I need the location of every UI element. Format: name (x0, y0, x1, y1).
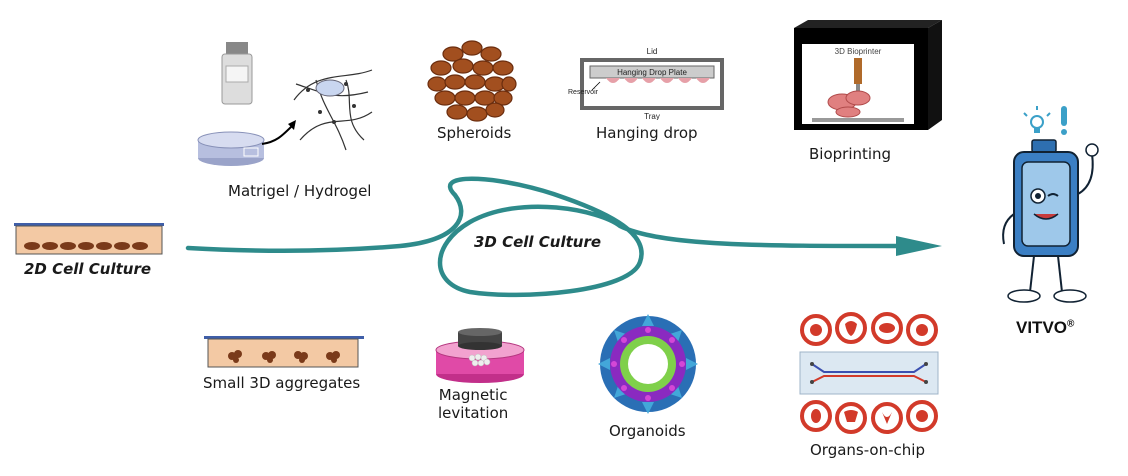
hd-reservoir-label: Reservoir (568, 89, 599, 96)
label-2d-cell-culture: 2D Cell Culture (24, 260, 152, 278)
brand-registered-mark: ® (1067, 318, 1075, 330)
hd-plate-label: Hanging Drop Plate (617, 68, 687, 77)
spheroids-icon (427, 40, 517, 122)
label-spheroids: Spheroids (437, 124, 512, 142)
bioprinter-icon: 3D Bioprinter (794, 20, 942, 130)
arrow-head (896, 236, 942, 256)
label-matrigel-hydrogel: Matrigel / Hydrogel (228, 182, 372, 200)
vitvo-mascot-icon (1002, 106, 1099, 303)
hanging-drop-plate-icon: Lid Hanging Drop Plate Reservoir Tray (568, 47, 724, 120)
label-hanging-drop: Hanging drop (596, 124, 698, 142)
brand-name: VITVO (1016, 318, 1068, 337)
label-magnetic-line1: Magnetic (438, 386, 508, 404)
label-organs-on-chip: Organs-on-chip (810, 441, 925, 459)
brand-vitvo: VITVO® (1016, 318, 1074, 338)
label-magnetic-levitation: Magnetic levitation (438, 386, 508, 422)
magnetic-levitation-icon (435, 328, 525, 383)
label-bioprinting: Bioprinting (809, 145, 892, 163)
label-3d-cell-culture: 3D Cell Culture (474, 233, 602, 251)
label-small-3d-aggregates: Small 3D aggregates (203, 374, 361, 392)
small-aggregates-dish-icon (204, 336, 364, 368)
hd-lid-label: Lid (647, 47, 658, 56)
organoid-icon (598, 314, 698, 414)
organs-on-chip-icon (799, 312, 939, 434)
label-organoids: Organoids (609, 422, 686, 440)
matrigel-hydrogel-icon (197, 42, 373, 166)
dish-2d-icon (14, 223, 164, 255)
hd-tray-label: Tray (644, 112, 660, 120)
label-magnetic-line2: levitation (438, 404, 509, 422)
bioprinter-title: 3D Bioprinter (835, 47, 882, 56)
